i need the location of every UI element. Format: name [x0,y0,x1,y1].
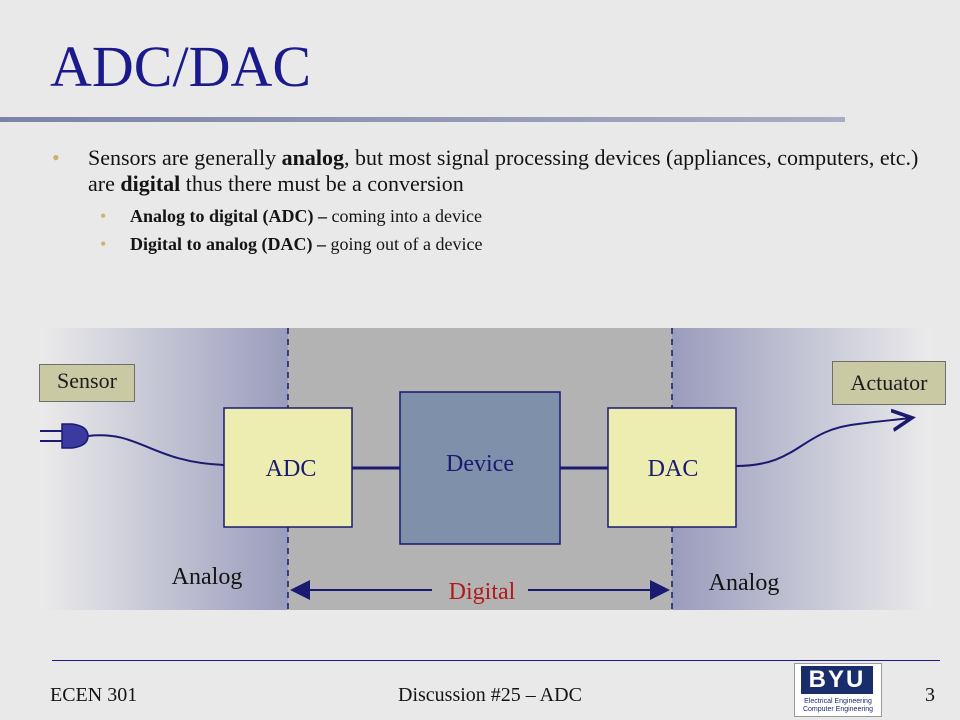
byu-logo-wordmark: BYU [801,666,873,694]
actuator-label-text: Actuator [850,370,928,395]
slide-title: ADC/DAC [50,34,312,99]
adc-dac-diagram: ADC Device DAC Analog Analog Digital [40,328,932,610]
sensor-wire [87,434,225,466]
device-block [399,391,561,545]
byu-logo-line2: Computer Engineering [802,706,874,713]
actuator-label: Actuator [832,361,946,405]
sub-bullet-dac: • Digital to analog (DAC) – going out of… [50,233,930,255]
bullet-dot: • [100,206,107,226]
byu-logo-line1: Electrical Engineering [804,698,872,705]
dac-label: DAC [648,456,699,482]
footer-course: ECEN 301 [50,684,138,706]
bullet-main-text-3: thus there must be a conversion [180,171,464,196]
bullet-dot: • [52,145,60,170]
plug-icon [40,423,89,449]
dac-block [607,407,737,528]
footer-title: Discussion #25 – ADC [398,684,582,706]
sub-bullet-dac-text: going out of a device [326,234,483,254]
sub-bullet-dac-bold: Digital to analog (DAC) – [130,234,326,254]
bullet-main-bold-analog: analog [281,145,345,170]
footer-divider [52,660,940,661]
digital-label-bg [432,576,528,606]
sensor-label: Sensor [39,364,135,402]
adc-block [223,407,353,528]
bullet-dot: • [100,234,107,254]
analog-right-label: Analog [709,570,780,596]
bullet-list: • Sensors are generally analog, but most… [50,145,930,255]
page-number: 3 [925,684,935,706]
adc-label: ADC [266,456,317,482]
byu-logo: BYU Electrical Engineering Computer Engi… [794,663,882,717]
bullet-main-bold-digital: digital [120,171,181,196]
digital-label: Digital [449,579,516,605]
sub-bullet-adc-text: coming into a device [327,206,482,226]
sub-bullet-adc: • Analog to digital (ADC) – coming into … [50,205,930,227]
title-divider [0,117,845,122]
bullet-main: • Sensors are generally analog, but most… [50,145,930,197]
device-label: Device [446,451,514,477]
actuator-wire [735,418,910,467]
bullet-main-text-2: , but most signal processing devices (ap… [88,145,919,196]
bullet-main-text-1: Sensors are generally [88,145,282,170]
sub-bullet-adc-bold: Analog to digital (ADC) – [130,206,327,226]
analog-left-label: Analog [172,564,243,590]
sensor-label-text: Sensor [57,368,117,393]
